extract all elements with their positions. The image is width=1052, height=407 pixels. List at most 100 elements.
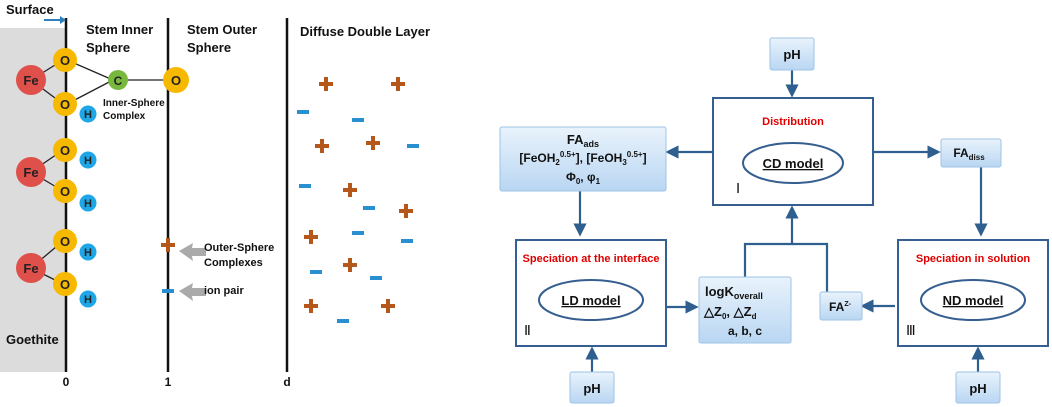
nd-model-label: ND model bbox=[943, 293, 1004, 308]
minus-ion-icon bbox=[297, 110, 309, 114]
cd-model-label: CD model bbox=[763, 156, 824, 171]
fe-atom-3-label: Fe bbox=[23, 261, 38, 276]
minus-ion-icon bbox=[299, 184, 311, 188]
fa-z-label: FAZ- bbox=[829, 300, 852, 314]
fa-ads-pill bbox=[499, 126, 667, 192]
stem-outer-header-line2: Sphere bbox=[187, 40, 231, 55]
minus-ion-icon bbox=[337, 319, 349, 323]
fe-atom-2 bbox=[16, 157, 46, 187]
fe-atom-1 bbox=[16, 65, 46, 95]
h-atom-1 bbox=[79, 105, 97, 123]
o-atom-outer bbox=[163, 67, 189, 93]
cd-model-ellipse bbox=[742, 142, 844, 184]
minus-ion-icon bbox=[352, 231, 364, 235]
ld-model-label: LD model bbox=[561, 293, 620, 308]
arrow-faz-to-cd bbox=[792, 242, 829, 292]
o-atom-3 bbox=[53, 138, 77, 162]
o-atom-1-label: O bbox=[60, 53, 70, 68]
o-atom-5 bbox=[53, 229, 77, 253]
h-atom-5-label: H bbox=[84, 294, 92, 306]
minus-ion-icon bbox=[352, 118, 364, 122]
h-atom-4-label: H bbox=[84, 247, 92, 259]
cd-model-box bbox=[712, 97, 874, 206]
roman-1-label: Ⅰ bbox=[736, 182, 740, 197]
diffuse-layer-header: Diffuse Double Layer bbox=[300, 24, 430, 39]
h-atom-4 bbox=[79, 243, 97, 261]
o-atom-6 bbox=[53, 272, 77, 296]
h-atom-2 bbox=[79, 151, 97, 169]
ion-pair-label: ion pair bbox=[204, 285, 244, 297]
inner-complex-label-line2: Complex bbox=[103, 111, 146, 122]
stem-inner-header-line2: Sphere bbox=[86, 40, 130, 55]
fe-atom-3 bbox=[16, 253, 46, 283]
minus-ion-icon bbox=[401, 239, 413, 243]
ph-right-label: pH bbox=[969, 381, 986, 396]
plus-ion-icon bbox=[366, 136, 380, 150]
o-atom-2 bbox=[53, 92, 77, 116]
o-atom-5-label: O bbox=[60, 234, 70, 249]
logk-pill bbox=[698, 276, 792, 344]
arrow-logk-to-cd bbox=[743, 205, 799, 277]
phi-label: Φ0, φ1 bbox=[566, 170, 601, 186]
ph-top-label: pH bbox=[783, 47, 800, 62]
plus-ion-icon bbox=[399, 204, 413, 218]
surface-arrowhead-icon bbox=[60, 16, 66, 24]
h-atom-2-label: H bbox=[84, 155, 92, 167]
plus-ion-icon bbox=[343, 258, 357, 272]
o-atom-6-label: O bbox=[60, 277, 70, 292]
plus-ion-icon bbox=[343, 183, 357, 197]
ph-pill-right bbox=[955, 371, 1001, 404]
plus-ion-icon bbox=[304, 299, 318, 313]
axis-label-0: 0 bbox=[63, 375, 70, 389]
axis-label-1: 1 bbox=[165, 375, 172, 389]
ion-pair-arrow-icon bbox=[179, 283, 206, 301]
speciation-interface-label: Speciation at the interface bbox=[523, 253, 660, 265]
o-atom-2-label: O bbox=[60, 97, 70, 112]
ld-model-ellipse bbox=[538, 279, 644, 321]
h-atom-1-label: H bbox=[84, 109, 92, 121]
o-atom-4-label: O bbox=[60, 184, 70, 199]
stem-inner-header-line1: Stem Inner bbox=[86, 22, 153, 37]
plus-ion-icon bbox=[315, 139, 329, 153]
delta-z-label: △Z0, △Zd bbox=[703, 304, 757, 321]
goethite-label: Goethite bbox=[6, 332, 59, 347]
o-atom-outer-label: O bbox=[171, 73, 181, 88]
diffuse-layer-ions bbox=[297, 77, 419, 323]
outer-sphere-plus-icon bbox=[161, 238, 175, 252]
nd-model-ellipse bbox=[920, 279, 1026, 321]
speciation-solution-label: Speciation in solution bbox=[916, 253, 1031, 265]
h-atom-3-label: H bbox=[84, 198, 92, 210]
fa-ads-species-label: [FeOH20.5+], [FeOH30.5+] bbox=[519, 150, 646, 167]
ph-left-label: pH bbox=[583, 381, 600, 396]
left-panel: Surface Stem Inner Sphere Stem Outer Sph… bbox=[0, 2, 430, 389]
fe-atom-1-label: Fe bbox=[23, 73, 38, 88]
o-atom-3-label: O bbox=[60, 143, 70, 158]
fa-ads-label: FAads bbox=[567, 132, 599, 149]
ion-pair-minus-icon bbox=[162, 289, 174, 293]
roman-3-label: Ⅲ bbox=[906, 324, 916, 339]
fa-z-pill bbox=[819, 291, 863, 321]
c-atom bbox=[108, 70, 128, 90]
surface-label: Surface bbox=[6, 2, 54, 17]
o-atom-4 bbox=[53, 179, 77, 203]
fa-diss-pill bbox=[940, 138, 1002, 168]
right-panel: Distribution CD model Ⅰ Speciation at th… bbox=[499, 37, 1049, 404]
abc-label: a, b, c bbox=[728, 324, 762, 338]
outer-complex-label-line2: Complexes bbox=[204, 257, 263, 269]
ph-pill-top bbox=[769, 37, 815, 71]
logk-label: logKoverall bbox=[705, 284, 763, 301]
outer-complex-label-line1: Outer-Sphere bbox=[204, 242, 274, 254]
plus-ion-icon bbox=[381, 299, 395, 313]
minus-ion-icon bbox=[363, 206, 375, 210]
c-atom-label: C bbox=[114, 74, 123, 88]
stem-outer-header-line1: Stem Outer bbox=[187, 22, 257, 37]
ph-pill-left bbox=[569, 371, 615, 404]
o-atom-1 bbox=[53, 48, 77, 72]
minus-ion-icon bbox=[310, 270, 322, 274]
plus-ion-icon bbox=[304, 230, 318, 244]
outer-sphere-arrow-icon bbox=[179, 243, 206, 261]
fa-diss-label: FAdiss bbox=[953, 146, 985, 162]
h-atom-3 bbox=[79, 194, 97, 212]
distribution-label: Distribution bbox=[762, 116, 824, 128]
